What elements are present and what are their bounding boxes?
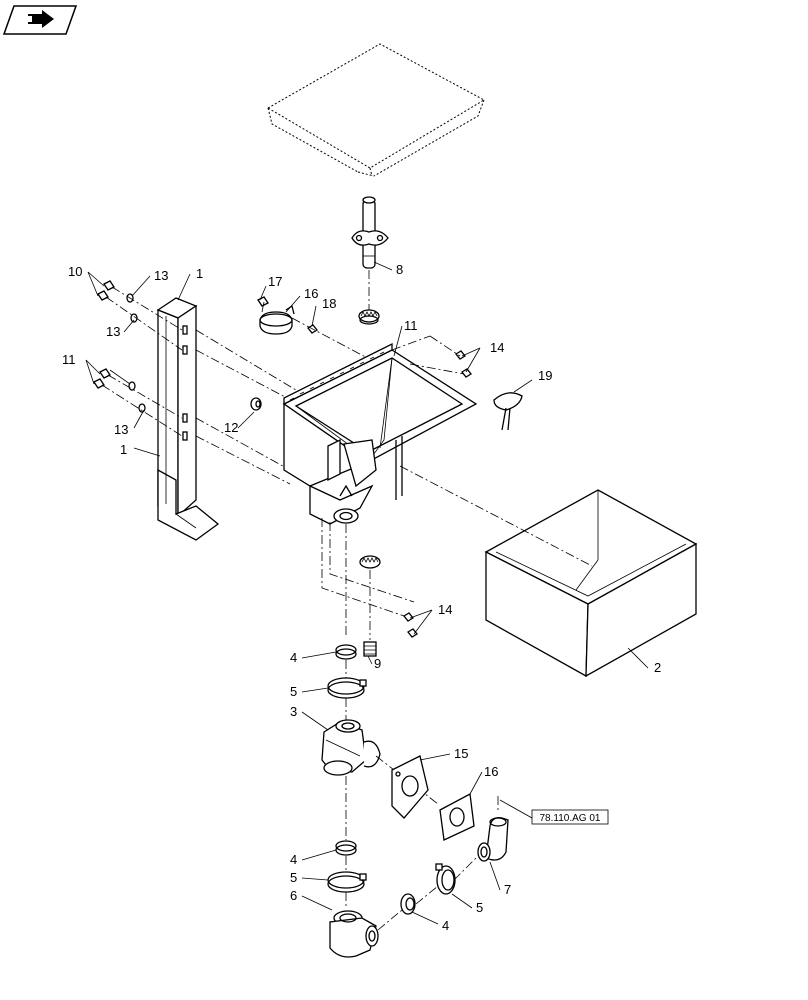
callout-2: 2 — [654, 660, 661, 675]
valve-part-3 — [321, 719, 381, 776]
upper-gear — [358, 309, 380, 325]
gasket-part-15 — [391, 755, 429, 819]
callout-1: 1 — [120, 442, 127, 457]
ring-part-4-upper — [335, 644, 357, 660]
callout-1: 1 — [196, 266, 203, 281]
reference-box-label: 78.110.AG 01 — [540, 813, 601, 824]
hopper-part-10 — [282, 342, 478, 525]
callout-4: 4 — [290, 650, 297, 665]
container-part-2 — [484, 489, 698, 678]
callout-16: 16 — [484, 764, 498, 779]
callout-17: 16 — [304, 286, 318, 301]
plate-part-16 — [439, 792, 475, 841]
callout-3: 3 — [290, 704, 297, 719]
bolt-part-14-upper — [455, 350, 472, 378]
clamp-part-17 — [259, 304, 295, 335]
callout-20: 19 — [538, 368, 552, 383]
callout-5: 5 — [476, 900, 483, 915]
clamp-part-5-lower — [327, 871, 367, 893]
clamp-part-5-upper — [327, 677, 367, 699]
ring-part-4-side — [400, 893, 416, 915]
callout-8: 8 — [396, 262, 403, 277]
callout-5: 5 — [290, 870, 297, 885]
callout-13: 13 — [154, 268, 168, 283]
bolt-part-12 — [250, 397, 262, 411]
callout-11: 10 — [68, 264, 82, 279]
callout-7: 7 — [504, 882, 511, 897]
callout-15: 15 — [454, 746, 468, 761]
callout-9: 9 — [374, 656, 381, 671]
callout-5: 5 — [290, 684, 297, 699]
callout-13: 13 — [114, 422, 128, 437]
knob-part-20 — [493, 392, 523, 431]
callout-10: 11 — [404, 318, 418, 333]
bolt-part-18 — [257, 296, 269, 313]
agitator-shaft-part-8 — [351, 196, 389, 269]
callout-19: 18 — [322, 296, 336, 311]
callout-13: 13 — [106, 324, 120, 339]
spring-part-9 — [363, 641, 377, 657]
callout-4: 4 — [290, 852, 297, 867]
callout-14: 14 — [490, 340, 504, 355]
bolt-set-lower — [93, 368, 183, 437]
lower-gear — [359, 555, 381, 569]
mounting-bracket-part-1 — [156, 297, 220, 541]
elbow-part-7 — [477, 817, 509, 862]
bolt-part-14-lower — [403, 612, 418, 638]
clamp-part-5-side — [435, 863, 456, 895]
callout-6: 6 — [290, 888, 297, 903]
callout-4: 4 — [442, 918, 449, 933]
back-arrow-icon[interactable] — [2, 5, 78, 35]
callout-11: 11 — [62, 352, 76, 367]
callout-12: 12 — [224, 420, 238, 435]
callout-18: 17 — [268, 274, 282, 289]
leader-lines — [85, 261, 649, 925]
callout-14: 14 — [438, 602, 452, 617]
bolt-set-upper — [97, 280, 183, 351]
ring-part-4-middle — [335, 840, 357, 856]
hopper-cover — [267, 43, 486, 177]
outlet-part-6 — [329, 910, 379, 958]
reference-box[interactable]: 78.110.AG 01 — [531, 809, 609, 825]
callout-labels: 10 13 1 13 11 13 1 12 17 16 18 8 11 14 1… — [62, 262, 661, 933]
